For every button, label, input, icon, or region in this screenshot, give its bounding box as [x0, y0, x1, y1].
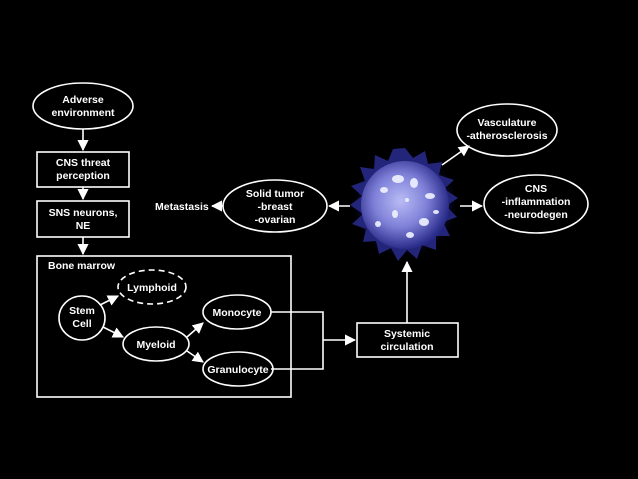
arrow-cell-to-vasculature — [441, 145, 470, 166]
granulocyte-node: Granulocyte — [202, 351, 274, 387]
vasculature-label-1: Vasculature — [478, 117, 537, 129]
stem-cell-ellipse — [58, 295, 106, 341]
bone-marrow-label: Bone marrow — [48, 260, 116, 272]
myeloid-node: Myeloid — [122, 326, 190, 362]
adverse-environment-label-1: Adverse — [62, 94, 104, 106]
myeloid-label: Myeloid — [136, 339, 175, 351]
cns-threat-label-1: CNS threat — [56, 157, 111, 169]
stem-cell-label-1: Stem — [69, 305, 95, 317]
adverse-environment-label-2: environment — [51, 107, 115, 119]
lymphoid-node: Lymphoid — [117, 269, 187, 305]
monocyte-label: Monocyte — [212, 307, 261, 319]
cns-threat-label-2: perception — [56, 170, 110, 182]
adverse-environment-node: Adverse environment — [32, 82, 134, 130]
bone-marrow-group: Bone marrow — [36, 255, 292, 398]
connectors — [77, 129, 484, 370]
sns-neurons-label-1: SNS neurons, — [49, 207, 118, 219]
cns-threat-node: CNS threat perception — [36, 151, 130, 188]
cns-outcome-ellipse — [483, 174, 589, 234]
solid-tumor-label-3: -ovarian — [255, 214, 296, 226]
vasculature-node: Vasculature -atherosclerosis — [456, 103, 558, 157]
lymphoid-ellipse — [117, 269, 187, 305]
systemic-circulation-node: Systemic circulation — [356, 322, 459, 358]
adverse-environment-ellipse — [32, 82, 134, 130]
vasculature-label-2: -atherosclerosis — [466, 130, 547, 142]
stem-cell-label-2: Cell — [72, 318, 91, 330]
arrow-myeloid-to-granulocyte — [186, 350, 204, 363]
sns-neurons-node: SNS neurons, NE — [36, 200, 130, 238]
bracket-monocyte-granulocyte — [271, 311, 324, 370]
monocyte-illustration — [350, 148, 459, 261]
solid-tumor-label-2: -breast — [257, 201, 293, 213]
cns-outcome-label-1: CNS — [525, 183, 547, 195]
myeloid-ellipse — [122, 326, 190, 362]
arrow-myeloid-to-monocyte — [186, 322, 204, 338]
bone-marrow-box — [36, 255, 292, 398]
solid-tumor-node: Solid tumor -breast -ovarian — [222, 179, 328, 233]
arrow-stem-to-myeloid — [102, 326, 125, 338]
systemic-circulation-label-1: Systemic — [384, 328, 430, 340]
cns-outcome-label-3: -neurodegen — [504, 209, 568, 221]
metastasis-label: Metastasis — [155, 201, 209, 213]
monocyte-node: Monocyte — [202, 294, 272, 330]
vasculature-ellipse — [456, 103, 558, 157]
sns-neurons-label-2: NE — [76, 220, 91, 232]
cell-granules — [375, 175, 439, 238]
systemic-circulation-label-2: circulation — [380, 341, 433, 353]
cns-outcome-label-2: -inflammation — [502, 196, 571, 208]
cns-outcome-node: CNS -inflammation -neurodegen — [483, 174, 589, 234]
cell-body — [361, 161, 449, 249]
granulocyte-label: Granulocyte — [207, 364, 268, 376]
solid-tumor-label-1: Solid tumor — [246, 188, 304, 200]
arrow-stem-to-lymphoid — [99, 295, 120, 306]
lymphoid-label: Lymphoid — [127, 282, 177, 294]
stem-cell-node: Stem Cell — [58, 295, 106, 341]
